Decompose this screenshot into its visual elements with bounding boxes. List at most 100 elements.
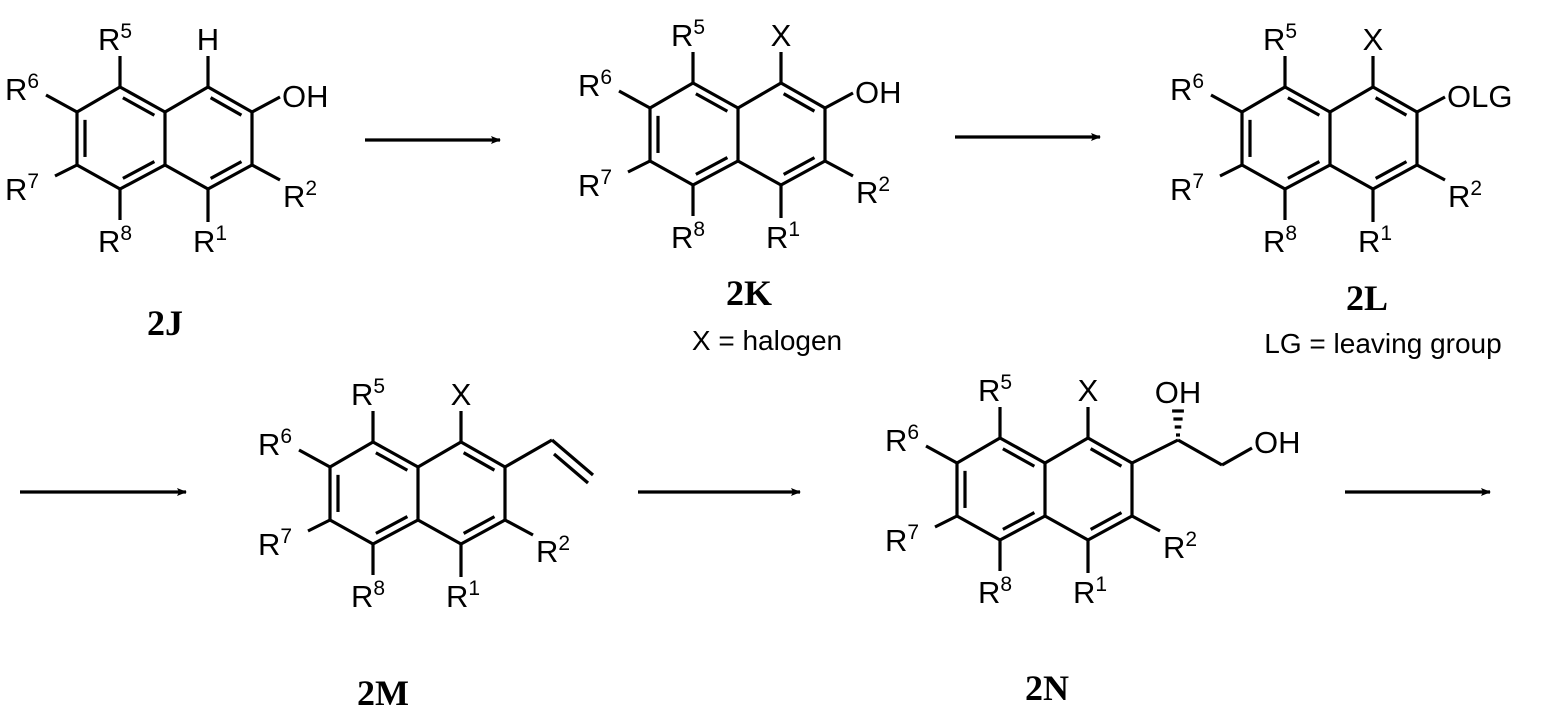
r2-label-base: R bbox=[536, 534, 558, 569]
compound-2J: R5HR6R7R8R1R2OH2J bbox=[5, 20, 329, 343]
oxygen-substituent-label: OLG bbox=[1447, 79, 1512, 114]
r5-label: R5 bbox=[351, 375, 385, 412]
compound-2L: R5XR6R7R8R1R2OLG2LLG = leaving group bbox=[1170, 20, 1512, 359]
r2-label-superscript: 2 bbox=[1185, 528, 1197, 551]
r1-label: R1 bbox=[766, 218, 800, 255]
ring-bond bbox=[738, 83, 781, 108]
bond-r2 bbox=[1417, 165, 1445, 180]
ring-bond bbox=[1045, 438, 1088, 463]
r1-label-base: R bbox=[1358, 224, 1380, 259]
oxygen-substituent-label: OH bbox=[855, 75, 902, 110]
bond-oh bbox=[1222, 448, 1252, 465]
r5-label: R5 bbox=[98, 20, 132, 57]
r1-label-base: R bbox=[446, 579, 468, 614]
bond-r7 bbox=[628, 161, 650, 172]
r5-label-superscript: 5 bbox=[693, 16, 705, 39]
r1-label-superscript: 1 bbox=[1380, 222, 1392, 245]
oxygen-substituent-label: OH bbox=[282, 79, 329, 114]
double-bond-inner bbox=[1288, 98, 1320, 116]
ring-bond bbox=[418, 520, 461, 544]
r2-label: R2 bbox=[1448, 177, 1482, 214]
bond-r2 bbox=[252, 165, 280, 180]
double-bond-inner bbox=[1376, 98, 1407, 116]
r6-label-base: R bbox=[258, 427, 280, 462]
r8-label-superscript: 8 bbox=[693, 218, 705, 241]
bond-r6 bbox=[299, 450, 330, 467]
r8-label-base: R bbox=[1263, 224, 1285, 259]
double-bond-inner bbox=[1003, 449, 1035, 467]
r1-label: R1 bbox=[1073, 573, 1107, 610]
double-bond-inner bbox=[123, 162, 155, 179]
r1-label: R1 bbox=[193, 222, 227, 259]
bond-ch2 bbox=[1178, 440, 1222, 465]
r2-label-base: R bbox=[1163, 530, 1185, 565]
bond-r7 bbox=[55, 165, 77, 176]
hydroxyl-label: OH bbox=[1155, 375, 1202, 410]
compound-label: 2N bbox=[1025, 668, 1069, 708]
ring-bond bbox=[1330, 165, 1373, 189]
double-bond-inner bbox=[1288, 162, 1320, 179]
double-bond-inner bbox=[696, 94, 728, 112]
ring-bond bbox=[1045, 516, 1088, 540]
bond-r6 bbox=[619, 91, 650, 108]
r7-label-superscript: 7 bbox=[27, 170, 39, 193]
top-substituent-label: X bbox=[1363, 22, 1384, 57]
ring-bond bbox=[738, 161, 781, 185]
r7-label-superscript: 7 bbox=[600, 166, 612, 189]
r5-label-base: R bbox=[671, 18, 693, 53]
compound-2N: R5XR6R7R8R1R2OHOH2N bbox=[885, 371, 1301, 708]
r8-label: R8 bbox=[671, 218, 705, 255]
r2-label-superscript: 2 bbox=[305, 177, 317, 200]
r2-label: R2 bbox=[536, 532, 570, 569]
r1-label-base: R bbox=[766, 220, 788, 255]
r8-label-superscript: 8 bbox=[120, 222, 132, 245]
top-substituent-label: X bbox=[451, 377, 472, 412]
ring-bond bbox=[165, 165, 208, 189]
r8-label-base: R bbox=[98, 224, 120, 259]
ring-bond bbox=[330, 442, 373, 467]
compound-2M: R5XR6R7R8R1R22M bbox=[258, 375, 593, 713]
ring-bond bbox=[77, 87, 120, 112]
bond-r7 bbox=[935, 516, 957, 527]
r8-label-superscript: 8 bbox=[373, 577, 385, 600]
top-substituent-label: X bbox=[771, 18, 792, 53]
r6-label-base: R bbox=[1170, 72, 1192, 107]
r6-label: R6 bbox=[578, 66, 612, 103]
vinyl-bond bbox=[505, 440, 552, 467]
double-bond-inner bbox=[1376, 162, 1407, 179]
r8-label: R8 bbox=[351, 577, 385, 614]
r6-label-superscript: 6 bbox=[280, 425, 292, 448]
bond-ch bbox=[1132, 440, 1178, 463]
r5-label: R5 bbox=[978, 371, 1012, 408]
r5-label: R5 bbox=[671, 16, 705, 53]
r7-label-base: R bbox=[885, 523, 907, 558]
r8-label: R8 bbox=[98, 222, 132, 259]
r5-label-base: R bbox=[978, 373, 1000, 408]
double-bond-inner bbox=[211, 162, 242, 179]
bond-r2 bbox=[1132, 516, 1160, 531]
r7-label: R7 bbox=[5, 170, 39, 207]
r6-label: R6 bbox=[258, 425, 292, 462]
ring-bond bbox=[957, 438, 1000, 463]
r6-label-superscript: 6 bbox=[27, 70, 39, 93]
r2-label-base: R bbox=[283, 179, 305, 214]
r8-label-superscript: 8 bbox=[1000, 573, 1012, 596]
r8-label-base: R bbox=[671, 220, 693, 255]
r7-label-base: R bbox=[1170, 172, 1192, 207]
r2-label: R2 bbox=[1163, 528, 1197, 565]
r7-label-superscript: 7 bbox=[280, 525, 292, 548]
r8-label: R8 bbox=[978, 573, 1012, 610]
r5-label-superscript: 5 bbox=[373, 375, 385, 398]
r8-label-base: R bbox=[351, 579, 373, 614]
r1-label-superscript: 1 bbox=[788, 218, 800, 241]
double-bond-inner bbox=[464, 517, 495, 534]
r6-label-base: R bbox=[578, 68, 600, 103]
r8-label: R8 bbox=[1263, 222, 1297, 259]
r8-label-base: R bbox=[978, 575, 1000, 610]
compound-note: LG = leaving group bbox=[1264, 328, 1501, 359]
r5-label-superscript: 5 bbox=[1000, 371, 1012, 394]
bond-r7 bbox=[1220, 165, 1242, 176]
ring-bond bbox=[650, 83, 693, 108]
bond-r2 bbox=[825, 161, 853, 176]
r6-label-superscript: 6 bbox=[907, 421, 919, 444]
